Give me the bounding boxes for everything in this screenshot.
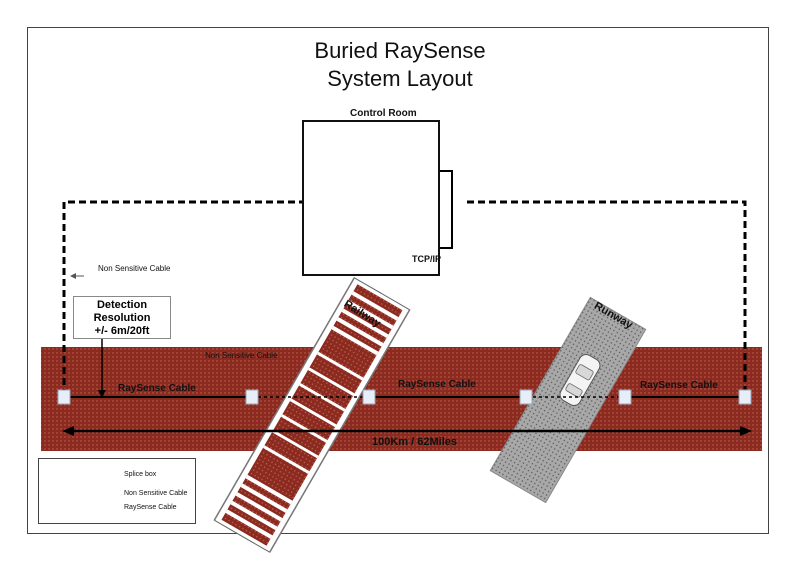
car-icon bbox=[559, 354, 601, 406]
arrow-left-icon bbox=[70, 273, 84, 279]
legend-non-sensitive-label: Non Sensitive Cable bbox=[124, 490, 188, 497]
title-line-2: System Layout bbox=[327, 66, 473, 91]
control-room-label: Control Room bbox=[350, 108, 417, 119]
raysense-label-2: RaySense Cable bbox=[398, 379, 476, 390]
non-sensitive-cable-loop-right bbox=[467, 200, 747, 396]
control-room-box bbox=[302, 120, 440, 276]
non-sensitive-label-top: Non Sensitive Cable bbox=[98, 264, 171, 273]
splice-box bbox=[362, 389, 376, 405]
non-sensitive-cable-loop bbox=[62, 200, 307, 396]
detection-line-3: +/- 6m/20ft bbox=[94, 325, 150, 337]
legend-box bbox=[38, 458, 196, 524]
detection-line-2: Resolution bbox=[93, 312, 151, 324]
splice-box bbox=[519, 389, 533, 405]
legend-raysense-label: RaySense Cable bbox=[124, 504, 177, 511]
railway-crossing bbox=[213, 277, 411, 553]
legend-splice-label: Splice box bbox=[124, 471, 157, 478]
tcp-ip-label: TCP/IP bbox=[412, 254, 442, 264]
raysense-label-3: RaySense Cable bbox=[640, 380, 718, 391]
splice-box bbox=[738, 389, 752, 405]
splice-box bbox=[618, 389, 632, 405]
splice-box bbox=[245, 389, 259, 405]
detection-line-1: Detection bbox=[96, 299, 148, 311]
ground-area bbox=[41, 347, 762, 451]
splice-box bbox=[57, 389, 71, 405]
diagram-frame bbox=[27, 27, 769, 534]
detection-resolution-box: Detection Resolution +/- 6m/20ft bbox=[73, 296, 171, 339]
non-sensitive-label-mid: Non Sensitive Cable bbox=[205, 351, 278, 360]
distance-label: 100Km / 62Miles bbox=[372, 436, 457, 448]
raysense-label-1: RaySense Cable bbox=[118, 383, 196, 394]
title-line-1: Buried RaySense bbox=[314, 38, 486, 63]
